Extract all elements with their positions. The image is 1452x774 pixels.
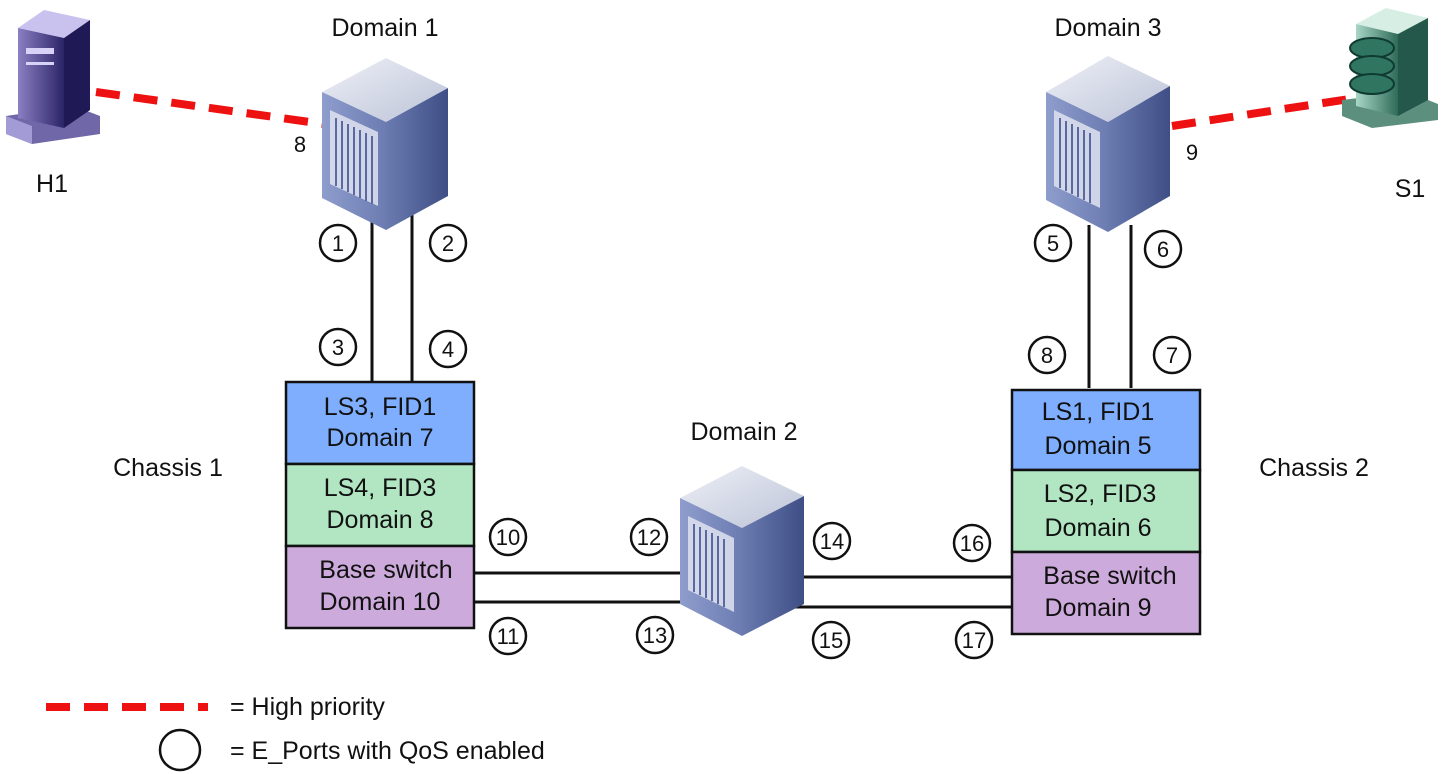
qos-port-circle (954, 620, 994, 660)
high-priority-link-h1 (95, 88, 325, 128)
qos-port-number: 17 (962, 628, 986, 653)
qos-port-circle (811, 620, 851, 660)
chassis2-base-switch (1010, 550, 1202, 636)
qos-port-number: 11 (497, 624, 520, 649)
qos-port-number: 15 (819, 628, 843, 653)
qos-port-number: 4 (442, 337, 454, 362)
qos-port-circle (318, 327, 358, 367)
qos-port-number: 2 (442, 231, 454, 256)
s1-label: S1 (1395, 175, 1426, 203)
chassis1-seg2-line2: Domain 8 (327, 506, 434, 534)
qos-port-number: 3 (332, 335, 344, 360)
qos-port-number: 10 (496, 525, 520, 550)
storage-icon (1342, 8, 1438, 128)
qos-port-circle (488, 616, 528, 656)
chassis1-base-switch (284, 544, 476, 630)
chassis1-block: LS3, FID1 Domain 7 LS4, FID3 Domain 8 Ba… (284, 380, 476, 630)
qos-port-circle (428, 329, 468, 369)
qos-port-number: 12 (637, 525, 661, 550)
domain1-label: Domain 1 (332, 14, 439, 42)
chassis1-logical-switch-ls4 (284, 462, 476, 548)
domain3-label: Domain 3 (1055, 14, 1162, 42)
chassis2-logical-switch-ls2 (1010, 468, 1202, 554)
chassis2-logical-switch-ls1 (1010, 388, 1202, 472)
port-number-h1: 8 (294, 132, 306, 157)
chassis2-label: Chassis 2 (1259, 454, 1369, 482)
h1-label: H1 (36, 170, 68, 198)
chassis1-label: Chassis 1 (113, 454, 223, 482)
isl-links (370, 214, 1133, 609)
host-icon (6, 10, 100, 144)
qos-port-circle (1152, 335, 1192, 375)
chassis1-seg1-line2: Domain 7 (327, 424, 434, 452)
chassis2-seg3-line1: Base switch (1043, 562, 1176, 590)
qos-port-circle (428, 223, 468, 263)
legend-qos-port-swatch (158, 728, 202, 772)
legend-high-priority-label: = High priority (230, 693, 385, 721)
legend: = High priority = E_Ports with QoS enabl… (46, 693, 545, 772)
qos-port-circle (1033, 223, 1073, 263)
qos-port-circle (1143, 229, 1183, 269)
domain2-label: Domain 2 (691, 418, 798, 446)
qos-port-circle (488, 517, 528, 557)
qos-port-circle (952, 523, 992, 563)
chassis2-block: LS1, FID1 Domain 5 LS2, FID3 Domain 6 Ba… (1010, 388, 1202, 636)
qos-port-circle (635, 615, 675, 655)
qos-port-circle (318, 223, 358, 263)
chassis1-seg2-line1: LS4, FID3 (324, 474, 437, 502)
qos-port-circle (812, 521, 852, 561)
qos-port-circle (629, 517, 669, 557)
chassis2-seg1-line1: LS1, FID1 (1042, 398, 1155, 426)
chassis2-seg3-line2: Domain 9 (1045, 594, 1152, 622)
chassis2-seg2-line1: LS2, FID3 (1044, 480, 1157, 508)
chassis1-seg3-line1: Base switch (319, 556, 452, 584)
chassis1-seg1-line1: LS3, FID1 (324, 393, 437, 421)
qos-port-markers: 1 2 3 4 5 6 7 8 10 11 12 13 14 15 16 17 (318, 223, 1192, 660)
high-priority-link-s1 (1171, 94, 1357, 130)
qos-port-number: 6 (1157, 237, 1169, 262)
qos-port-number: 8 (1041, 343, 1053, 368)
qos-port-number: 7 (1166, 343, 1178, 368)
chassis1-logical-switch-ls3 (284, 380, 476, 466)
qos-port-number: 13 (643, 623, 667, 648)
switch-icon (1046, 56, 1170, 232)
qos-port-number: 16 (960, 531, 984, 556)
switch-icon (680, 466, 804, 636)
chassis2-seg1-line2: Domain 5 (1045, 432, 1152, 460)
chassis2-seg2-line2: Domain 6 (1045, 514, 1152, 542)
qos-port-number: 14 (820, 529, 844, 554)
qos-port-number: 5 (1047, 231, 1059, 256)
switch-icon (322, 58, 448, 230)
qos-port-circle (1027, 335, 1067, 375)
port-number-s1: 9 (1186, 140, 1198, 165)
legend-qos-ports-label: = E_Ports with QoS enabled (230, 737, 545, 765)
qos-port-number: 1 (332, 231, 344, 256)
chassis1-seg3-line2: Domain 10 (320, 588, 441, 616)
